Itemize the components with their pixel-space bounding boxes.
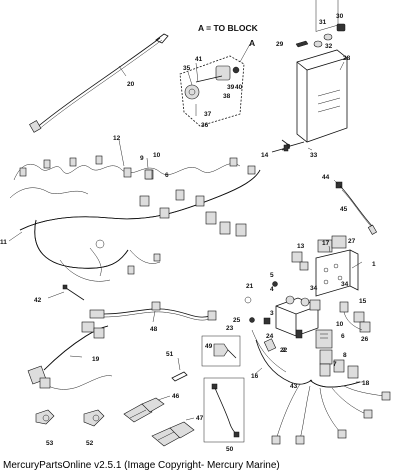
block-ref-label: A [249, 38, 255, 48]
cable-part-50 [203, 377, 245, 443]
ecm-hardware [295, 23, 346, 48]
callout-27: 27 [348, 238, 356, 245]
callout-44: 44 [322, 174, 330, 181]
callout-10: 10 [153, 152, 161, 159]
clip-part-52 [83, 409, 105, 427]
callout-42: 42 [34, 297, 42, 304]
callout-33: 33 [310, 152, 318, 159]
callout-36: 36 [201, 122, 209, 129]
main-wiring-harness [8, 139, 261, 282]
callout-16: 16 [251, 373, 259, 380]
callout-22: 22 [280, 347, 288, 354]
callout-41: 41 [195, 56, 203, 63]
callout-32: 32 [325, 43, 333, 50]
callout-46: 46 [172, 393, 180, 400]
sensor-part-49 [201, 335, 241, 367]
callout-21: 21 [246, 283, 254, 290]
callout-37: 37 [204, 111, 212, 118]
fitting-part-51 [171, 357, 188, 382]
callout-26: 26 [361, 336, 369, 343]
callout-17: 17 [322, 240, 330, 247]
solenoid-assembly [244, 281, 321, 373]
cable-part-48 [89, 301, 217, 323]
connector-part-46 [123, 395, 171, 423]
callout-49: 49 [205, 343, 213, 350]
callout-13: 13 [297, 243, 305, 250]
cable-part-20 [29, 33, 169, 133]
clip-part-53 [35, 409, 55, 425]
callout-6: 6 [165, 172, 169, 179]
sub-harness-part-18 [271, 359, 391, 445]
callout-31: 31 [319, 19, 327, 26]
callout-20: 20 [127, 81, 135, 88]
callout-29: 29 [276, 41, 284, 48]
callout-6b: 6 [341, 333, 345, 340]
relay-cluster [339, 301, 371, 333]
sensor-part-10 [144, 157, 153, 180]
callout-47: 47 [196, 415, 204, 422]
callout-39: 39 [227, 84, 235, 91]
callout-30: 30 [336, 13, 344, 20]
callout-14: 14 [261, 152, 269, 159]
callout-52: 52 [86, 440, 94, 447]
tie-strap-part-42 [47, 284, 85, 301]
block-mount-assembly [179, 43, 251, 127]
callout-28: 28 [343, 55, 351, 62]
callout-15: 15 [359, 298, 367, 305]
harness-part-19 [27, 321, 113, 390]
cable-part-45 [333, 179, 378, 235]
copyright-footer: MercuryPartsOnline v2.5.1 (Image Copyrig… [3, 460, 280, 471]
callout-35: 35 [183, 65, 191, 72]
callout-34: 34 [310, 285, 318, 292]
connector-part-47 [151, 417, 195, 447]
callout-48: 48 [150, 326, 158, 333]
callout-25: 25 [233, 317, 241, 324]
ecm-module-part-28 [281, 0, 348, 151]
callout-24: 24 [266, 333, 274, 340]
legend-text: A = TO BLOCK [198, 23, 259, 33]
callout-34b: 34 [341, 281, 349, 288]
callout-43: 43 [290, 383, 298, 390]
callout-12: 12 [113, 135, 121, 142]
callout-40: 40 [235, 84, 243, 91]
callout-7: 7 [333, 361, 337, 368]
callout-18: 18 [362, 380, 370, 387]
callout-45: 45 [340, 206, 348, 213]
callout-51: 51 [166, 351, 174, 358]
callout-3: 3 [270, 310, 274, 317]
callout-23: 23 [226, 325, 234, 332]
callout-11: 11 [0, 239, 7, 246]
callout-53: 53 [46, 440, 54, 447]
callout-1: 1 [372, 261, 376, 268]
callout-38: 38 [223, 93, 231, 100]
relay-bracket-part-1 [291, 235, 363, 297]
cable-part-43 [254, 339, 313, 385]
callout-2: 2 [282, 347, 286, 354]
callout-4: 4 [270, 286, 274, 293]
callout-9: 9 [140, 155, 144, 162]
bolt-part-14 [271, 144, 289, 153]
fuse-block-part-6 [315, 329, 333, 365]
callout-5: 5 [270, 272, 274, 279]
callout-10b: 10 [336, 321, 344, 328]
callout-50: 50 [226, 446, 234, 453]
callout-8: 8 [343, 352, 347, 359]
callout-19: 19 [92, 356, 100, 363]
